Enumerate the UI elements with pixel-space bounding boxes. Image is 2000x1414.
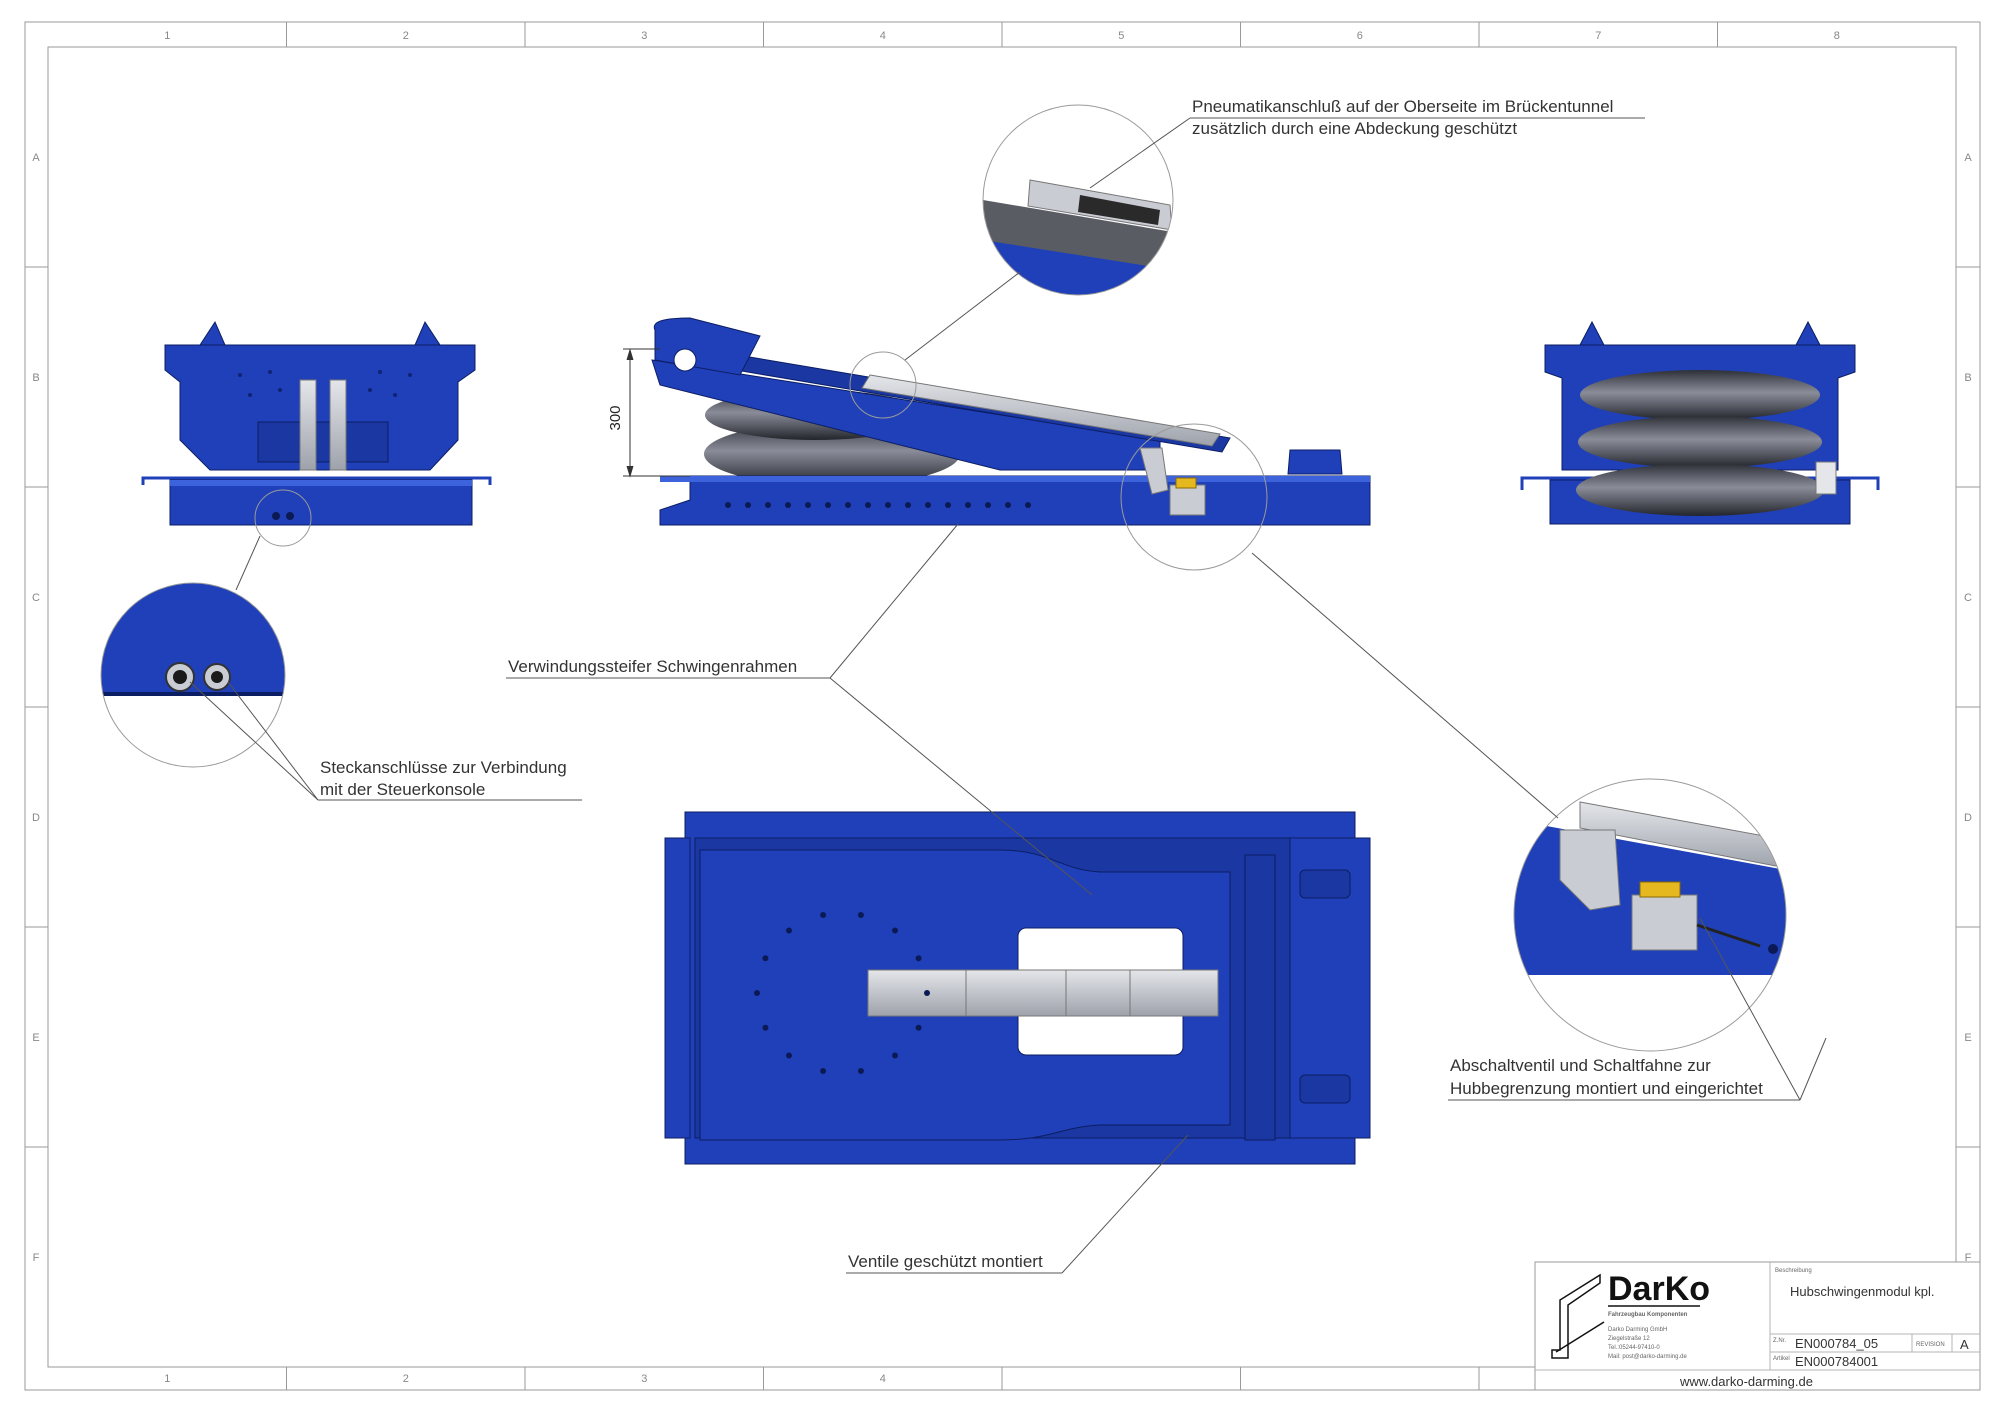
zone-row-label-right: D xyxy=(1964,812,1972,824)
zone-column-label-bottom: 1 xyxy=(164,1373,170,1385)
tb-website: www.darko-darming.de xyxy=(1679,1374,1813,1389)
callout-frame-text: Verwindungssteifer Schwingenrahmen xyxy=(508,657,797,676)
detail-shutoff-valve xyxy=(1120,423,1787,1052)
tb-mail: Mail: post@darko-darming.de xyxy=(1608,1354,1687,1360)
zone-row-label-left: C xyxy=(32,592,40,604)
callout-plug-line2: mit der Steuerkonsole xyxy=(320,780,485,799)
callout-shutoff-line1: Abschaltventil und Schaltfahne zur xyxy=(1450,1056,1711,1075)
tb-phone: Tel.:05244-97410-0 xyxy=(1608,1345,1660,1351)
callout-pneumatic-line1: Pneumatikanschluß auf der Oberseite im B… xyxy=(1192,97,1613,116)
callout-frame: Verwindungssteifer Schwingenrahmen xyxy=(506,523,1093,896)
zone-column-label-bottom: 2 xyxy=(403,1373,409,1385)
zone-column-label-bottom: 4 xyxy=(880,1373,886,1385)
zone-ticks xyxy=(25,22,1980,1390)
callout-valves-text: Ventile geschützt montiert xyxy=(848,1252,1043,1271)
tb-desc-label: Beschreibung xyxy=(1775,1268,1812,1274)
dimension-300-label: 300 xyxy=(607,405,624,430)
front-view xyxy=(141,320,492,526)
side-view: 300 xyxy=(607,317,1371,526)
zone-column-label-bottom: 3 xyxy=(641,1373,647,1385)
detail-pneumatic xyxy=(849,104,1174,419)
zone-row-label-left: D xyxy=(32,812,40,824)
tb-drawing-label: Z.Nr. xyxy=(1773,1338,1786,1344)
callout-plug-line1: Steckanschlüsse zur Verbindung xyxy=(320,758,567,777)
callout-valves: Ventile geschützt montiert xyxy=(846,1134,1189,1274)
zone-row-label-left: B xyxy=(32,372,39,384)
tb-article-label: Artikel xyxy=(1773,1356,1790,1362)
zone-row-label-right: B xyxy=(1964,372,1971,384)
zone-row-label-right: E xyxy=(1964,1032,1971,1044)
zone-column-label-top: 1 xyxy=(164,30,170,42)
zone-row-label-left: A xyxy=(32,152,40,164)
zone-row-label-right: C xyxy=(1964,592,1972,604)
zone-column-label-top: 4 xyxy=(880,30,886,42)
darko-logo-mark xyxy=(1551,1273,1605,1359)
detail-plug-connectors xyxy=(100,489,312,768)
top-view xyxy=(664,811,1371,1165)
tb-company: Darko Darming GmbH xyxy=(1608,1327,1667,1333)
tb-revision-label: REVISION xyxy=(1916,1342,1945,1348)
callout-shutoff-line2: Hubbegrenzung montiert und eingerichtet xyxy=(1450,1079,1763,1098)
callout-pneumatic-line2: zusätzlich durch eine Abdeckung geschütz… xyxy=(1192,119,1517,138)
tb-street: Ziegelstraße 12 xyxy=(1608,1336,1650,1342)
title-block: DarKo Fahrzeugbau Komponenten Darko Darm… xyxy=(1534,1261,1981,1391)
zone-row-label-left: E xyxy=(32,1032,39,1044)
tb-revision: A xyxy=(1960,1337,1969,1352)
tb-article-no: EN000784001 xyxy=(1795,1354,1878,1369)
zone-column-label-top: 7 xyxy=(1595,30,1601,42)
zone-column-label-top: 2 xyxy=(403,30,409,42)
zone-column-label-top: 3 xyxy=(641,30,647,42)
zone-row-label-right: F xyxy=(1965,1252,1972,1264)
zone-row-label-right: A xyxy=(1964,152,1972,164)
zone-column-label-top: 8 xyxy=(1834,30,1840,42)
dimension-300 xyxy=(623,348,690,478)
callout-pneumatic: Pneumatikanschluß auf der Oberseite im B… xyxy=(1089,97,1645,189)
tb-drawing-no: EN000784_05 xyxy=(1795,1336,1878,1351)
darko-logo-text: DarKo xyxy=(1608,1270,1710,1308)
zone-row-label-left: F xyxy=(33,1252,40,1264)
callout-shutoff: Abschaltventil und Schaltfahne zur Hubbe… xyxy=(1448,917,1827,1101)
callout-plug: Steckanschlüsse zur Verbindung mit der S… xyxy=(189,681,582,801)
zone-column-label-top: 6 xyxy=(1357,30,1363,42)
tb-description: Hubschwingenmodul kpl. xyxy=(1790,1284,1935,1299)
zone-column-label-top: 5 xyxy=(1118,30,1124,42)
rear-view xyxy=(1520,320,1880,525)
tb-tagline: Fahrzeugbau Komponenten xyxy=(1608,1312,1688,1318)
